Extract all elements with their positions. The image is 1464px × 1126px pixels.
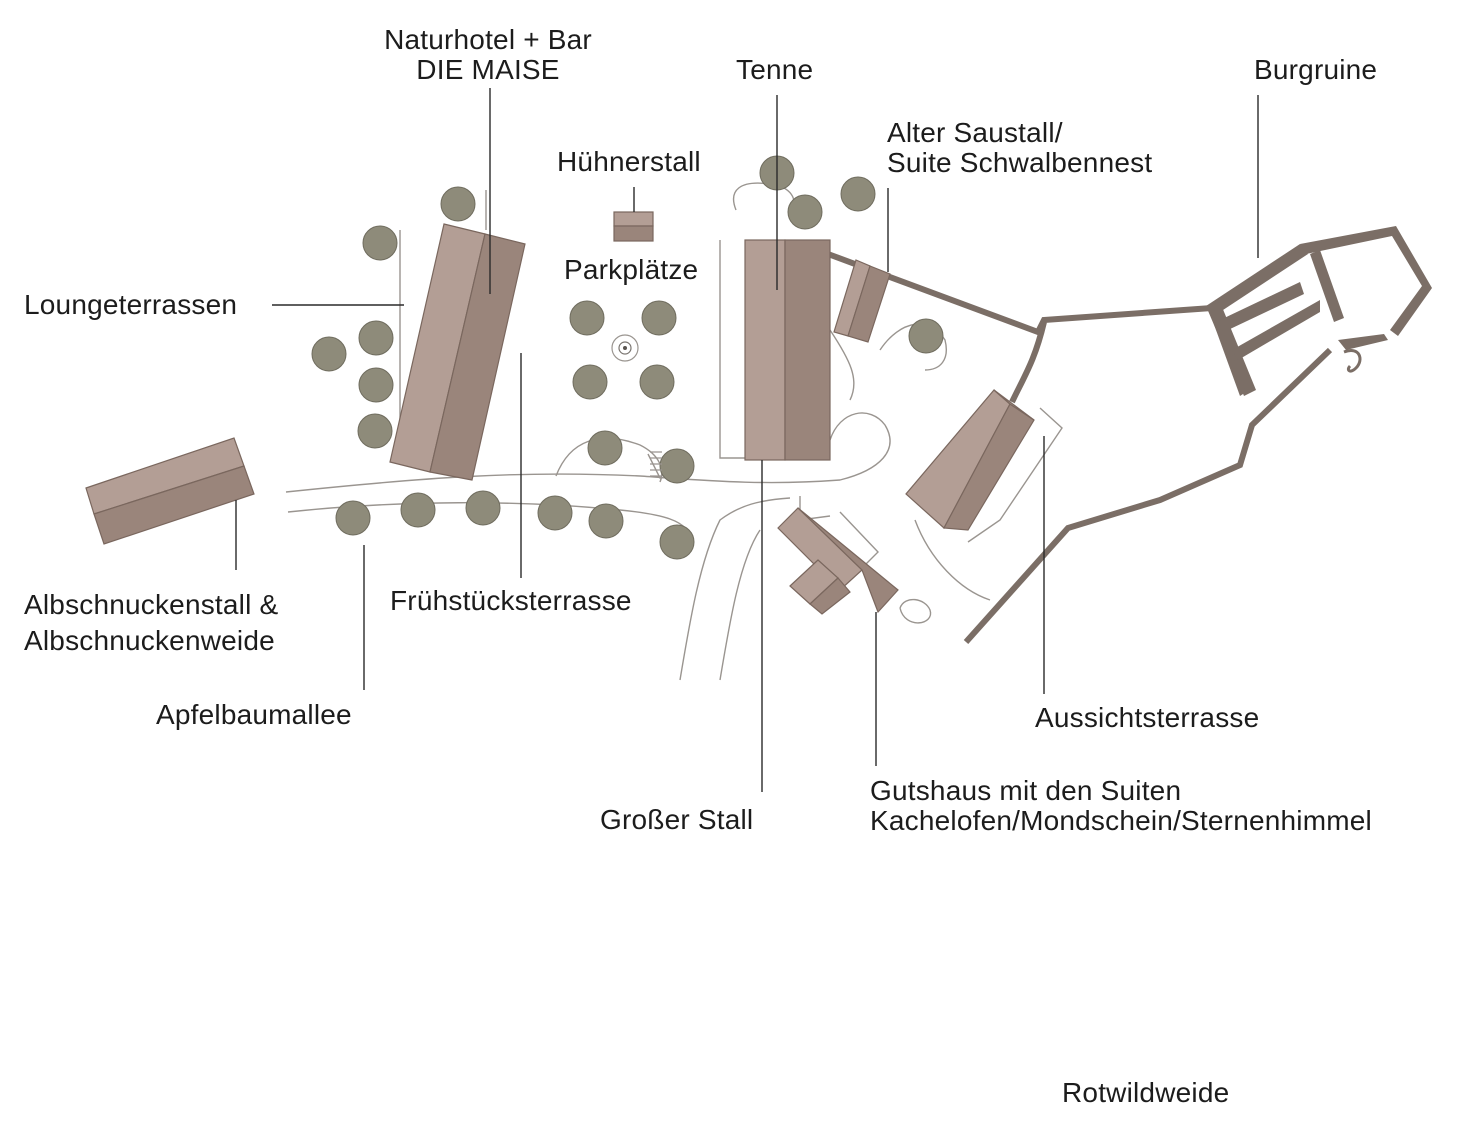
label-alter-saustall: Alter Saustall/ Suite Schwalbennest	[887, 118, 1152, 178]
tree	[659, 448, 695, 484]
tree	[357, 413, 393, 449]
castle-ruin	[1206, 226, 1432, 396]
label-naturhotel-line2: DIE MAISE	[416, 54, 560, 85]
label-albschnucken: Albschnuckenstall & Albschnuckenweide	[24, 587, 278, 659]
tree	[440, 186, 476, 222]
tree	[659, 524, 695, 560]
label-parkplaetze: Parkplätze	[564, 254, 699, 285]
label-apfelbaumallee: Apfelbaumallee	[156, 699, 352, 730]
tree	[362, 225, 398, 261]
label-gutshaus: Gutshaus mit den Suiten Kachelofen/Monds…	[870, 776, 1372, 836]
label-alter-saustall-line2: Suite Schwalbennest	[887, 147, 1153, 178]
label-burgruine: Burgruine	[1254, 54, 1378, 85]
tree	[569, 300, 605, 336]
label-gutshaus-line1: Gutshaus mit den Suiten	[870, 775, 1182, 806]
label-tenne: Tenne	[736, 54, 814, 85]
label-grosser-stall: Großer Stall	[600, 804, 754, 835]
tree	[587, 430, 623, 466]
building-aussicht[interactable]	[905, 389, 1035, 531]
trees	[311, 155, 944, 560]
label-rotwildweide: Rotwildweide	[1062, 1077, 1230, 1108]
label-loungeterrassen: Loungeterrassen	[24, 289, 238, 320]
tree	[311, 336, 347, 372]
building-huehnerstall[interactable]	[613, 211, 654, 242]
label-alter-saustall-line1: Alter Saustall/	[887, 117, 1063, 148]
building-alter-saustall[interactable]	[833, 259, 891, 343]
label-gutshaus-line2: Kachelofen/Mondschein/Sternenhimmel	[870, 805, 1372, 836]
tree	[537, 495, 573, 531]
tree	[840, 176, 876, 212]
label-huehnerstall: Hühnerstall	[557, 146, 701, 177]
tree	[787, 194, 823, 230]
label-aussichtsterrasse: Aussichtsterrasse	[1035, 702, 1260, 733]
building-gutshaus[interactable]	[777, 507, 899, 615]
tree	[358, 367, 394, 403]
label-naturhotel-line1: Naturhotel + Bar	[384, 24, 592, 55]
tree	[400, 492, 436, 528]
building-albschnuckenstall[interactable]	[85, 437, 255, 545]
label-albschnucken-line1: Albschnuckenstall &	[24, 589, 279, 620]
building-tenne[interactable]	[744, 239, 831, 461]
tree	[358, 320, 394, 356]
parking-roundel	[611, 334, 639, 362]
stairs	[650, 451, 662, 477]
tree	[335, 500, 371, 536]
tree	[588, 503, 624, 539]
tree	[572, 364, 608, 400]
tree	[465, 490, 501, 526]
tree	[639, 364, 675, 400]
label-fruehstuecksterrasse: Frühstücksterrasse	[390, 585, 632, 616]
tree	[641, 300, 677, 336]
building-naturhotel[interactable]	[389, 223, 526, 481]
label-naturhotel: Naturhotel + Bar DIE MAISE	[368, 25, 608, 85]
tree	[908, 318, 944, 354]
label-albschnucken-line2: Albschnuckenweide	[24, 625, 275, 656]
enclosure-walls	[826, 251, 1333, 645]
leader-lines	[235, 88, 1259, 792]
